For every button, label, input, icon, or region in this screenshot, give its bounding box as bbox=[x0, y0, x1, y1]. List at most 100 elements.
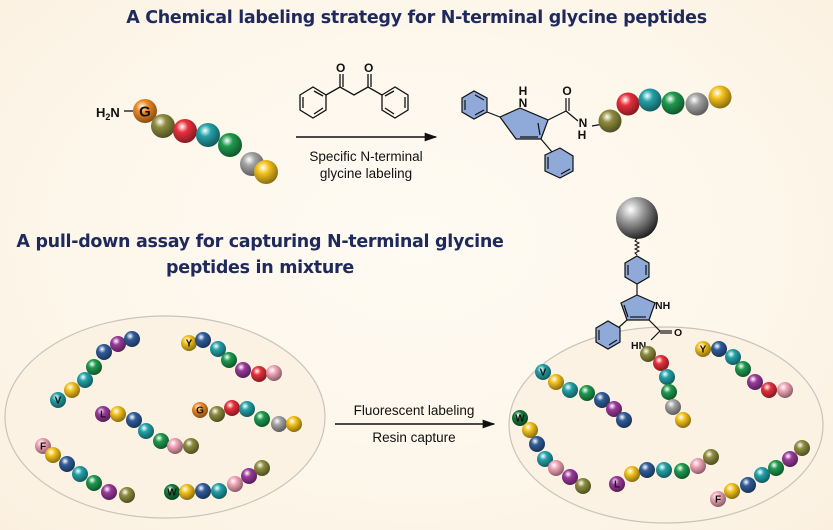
peptide-l-bead-7 bbox=[183, 438, 199, 454]
title-pull-down-assay: A pull-down assay for capturing N-termin… bbox=[0, 229, 520, 281]
residue-label-l: L bbox=[100, 410, 106, 421]
captured-g-bead-5 bbox=[665, 399, 681, 415]
reactant-peptide: H2N G bbox=[96, 99, 278, 184]
product-bead-4 bbox=[661, 91, 685, 115]
captured-mix-peptide-y: Y bbox=[695, 341, 793, 398]
captured-mix-y-bead-3 bbox=[725, 349, 741, 365]
title-pull-down-line2: peptides in mixture bbox=[166, 258, 354, 278]
resin-capture-construct: NH O HN bbox=[595, 197, 682, 358]
captured-mix-w-bead-3 bbox=[529, 436, 545, 452]
peptide-v-bead-2 bbox=[64, 382, 80, 398]
captured-g-bead-2 bbox=[653, 355, 669, 371]
reactant-amine-label: H2N bbox=[96, 105, 120, 122]
peptide-f-bead-2 bbox=[45, 447, 61, 463]
peptide-w-bead-2 bbox=[179, 484, 195, 500]
captured-mix-y-bead-6 bbox=[761, 382, 777, 398]
reaction-arrow-1-label-line1: Specific N-terminal bbox=[309, 149, 422, 164]
captured-pyrrole-ring bbox=[620, 294, 656, 321]
captured-mix-f-bead-5 bbox=[768, 460, 784, 476]
residue-label-g: G bbox=[196, 406, 204, 417]
resin-bead bbox=[616, 197, 658, 239]
product-phenyl-lower bbox=[544, 147, 574, 179]
captured-mix-f-bead-2 bbox=[724, 483, 740, 499]
captured-g-bead-1 bbox=[640, 346, 656, 362]
captured-mix-w-bead-2 bbox=[522, 422, 538, 438]
peptide-f-bead-4 bbox=[72, 466, 88, 482]
title-chemical-labeling-strategy: A Chemical labeling strategy for N-termi… bbox=[126, 8, 707, 28]
peptide-v: V bbox=[50, 331, 140, 408]
residue-label-w: W bbox=[167, 488, 177, 499]
captured-mix-v-bead-5 bbox=[594, 392, 610, 408]
product-bead-chain bbox=[598, 85, 732, 133]
peptide-v-bead-5 bbox=[96, 344, 112, 360]
product-bead-5 bbox=[685, 92, 709, 116]
peptide-l-bead-3 bbox=[126, 412, 142, 428]
captured-mix-peptide-f: F bbox=[710, 440, 810, 507]
product-phenyl-left bbox=[461, 90, 488, 120]
peptide-w-bead-4 bbox=[211, 483, 227, 499]
captured-mix-w-bead-6 bbox=[562, 469, 578, 485]
peptide-g-bead-6 bbox=[271, 416, 287, 432]
residue-label-y: Y bbox=[186, 339, 193, 350]
reactant-bead-chain: G bbox=[133, 99, 278, 184]
peptide-g-bead-2 bbox=[209, 406, 225, 422]
peptide-y-bead-6 bbox=[251, 366, 267, 382]
peptide-mixture: V Y L G F W bbox=[35, 331, 302, 503]
peptide-w-bead-7 bbox=[254, 460, 270, 476]
product-bead-6 bbox=[708, 85, 732, 109]
captured-mix-y-bead-7 bbox=[777, 382, 793, 398]
captured-mix-v-bead-4 bbox=[579, 385, 595, 401]
reagent-oxygen-right: O bbox=[364, 61, 373, 75]
captured-mix-l-bead-6 bbox=[690, 458, 706, 474]
residue-label-w: W bbox=[515, 414, 525, 425]
reaction-arrow-2-label-bottom: Resin capture bbox=[372, 430, 455, 445]
peptide-g-bead-7 bbox=[286, 416, 302, 432]
captured-mix-v-bead-6 bbox=[606, 401, 622, 417]
peptide-w-bead-5 bbox=[227, 476, 243, 492]
captured-mix-y-bead-5 bbox=[747, 374, 763, 390]
reactant-bead-4 bbox=[196, 123, 220, 147]
reactant-bead-2 bbox=[151, 114, 175, 138]
peptide-y-bead-7 bbox=[266, 365, 282, 381]
peptide-l-bead-5 bbox=[153, 433, 169, 449]
captured-mix-v-bead-3 bbox=[562, 382, 578, 398]
peptide-l: L bbox=[95, 406, 199, 454]
title-pull-down-line1: A pull-down assay for capturing N-termin… bbox=[16, 232, 504, 252]
product-bead-2 bbox=[616, 92, 640, 116]
captured-mix-f-bead-7 bbox=[794, 440, 810, 456]
captured-mix-w-bead-4 bbox=[537, 451, 553, 467]
captured-mix-w-bead-5 bbox=[548, 460, 564, 476]
product-bead-3 bbox=[638, 88, 662, 112]
captured-mix-l-bead-1 bbox=[609, 476, 625, 492]
captured-mix-f-bead-6 bbox=[782, 451, 798, 467]
peptide-v-bead-7 bbox=[124, 331, 140, 347]
peptide-y-bead-5 bbox=[235, 362, 251, 378]
captured-g-bead-6 bbox=[675, 412, 691, 428]
captured-mix-peptide-w: W bbox=[512, 410, 591, 494]
peptide-w: W bbox=[164, 460, 270, 500]
peptide-y-bead-4 bbox=[221, 352, 237, 368]
peptide-f: F bbox=[35, 438, 135, 503]
residue-label-v: V bbox=[55, 396, 62, 407]
captured-mix-l-bead-3 bbox=[639, 462, 655, 478]
product-carbonyl-oxygen: O bbox=[562, 84, 571, 98]
captured-mix-v-bead-7 bbox=[616, 412, 632, 428]
captured-mix-f-bead-1 bbox=[710, 491, 726, 507]
captured-pyrrole-nh-label: NH bbox=[655, 300, 670, 312]
peptide-f-bead-3 bbox=[59, 456, 75, 472]
reagent-phenyl-left-ring bbox=[299, 86, 327, 119]
peptide-w-bead-3 bbox=[195, 483, 211, 499]
peptide-y-bead-3 bbox=[210, 341, 226, 357]
reactant-bead-5 bbox=[218, 133, 242, 157]
peptide-f-bead-7 bbox=[119, 487, 135, 503]
residue-label-g: G bbox=[139, 103, 151, 120]
reactant-bead-3 bbox=[173, 119, 197, 143]
reaction-arrow-1-label-line2: glycine labeling bbox=[320, 166, 412, 181]
captured-phenyl-upper bbox=[624, 255, 650, 285]
reactant-bead-1 bbox=[133, 99, 157, 123]
captured-mix-peptide-v: V bbox=[535, 364, 632, 428]
captured-mix-y-bead-4 bbox=[735, 361, 751, 377]
